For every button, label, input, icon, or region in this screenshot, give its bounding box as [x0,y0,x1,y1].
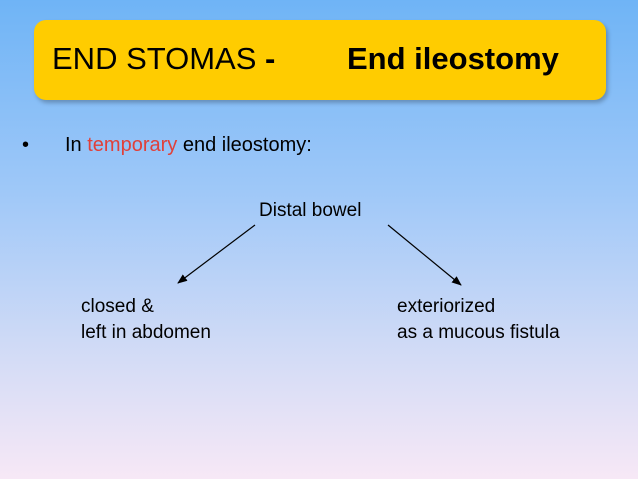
bullet-prefix: In [65,134,88,156]
diagram-root-label: Distal bowel [259,200,362,221]
bullet-marker: • [22,134,30,156]
title-subtitle: End ileostomy [347,41,559,76]
bullet-suffix: end ileostomy: [177,134,312,156]
title-main: END STOMAS - [52,41,275,77]
diagram-right-label: exteriorized as a mucous fistula [397,294,560,346]
title-box: END STOMAS - End ileostomy [34,20,606,100]
right-label-line2: as a mucous fistula [397,322,560,343]
left-label-line2: left in abdomen [81,322,211,343]
bullet-text: In temporary end ileostomy: [65,134,312,157]
title-main-text: END STOMAS [52,41,257,76]
right-label-line1: exteriorized [397,296,496,317]
arrow-to-right [387,224,462,286]
arrow-to-left [177,224,256,284]
title-dash: - [265,41,276,76]
diagram-left-label: closed & left in abdomen [81,294,211,346]
bullet-highlight: temporary [87,134,178,156]
left-label-line1: closed & [81,296,154,317]
